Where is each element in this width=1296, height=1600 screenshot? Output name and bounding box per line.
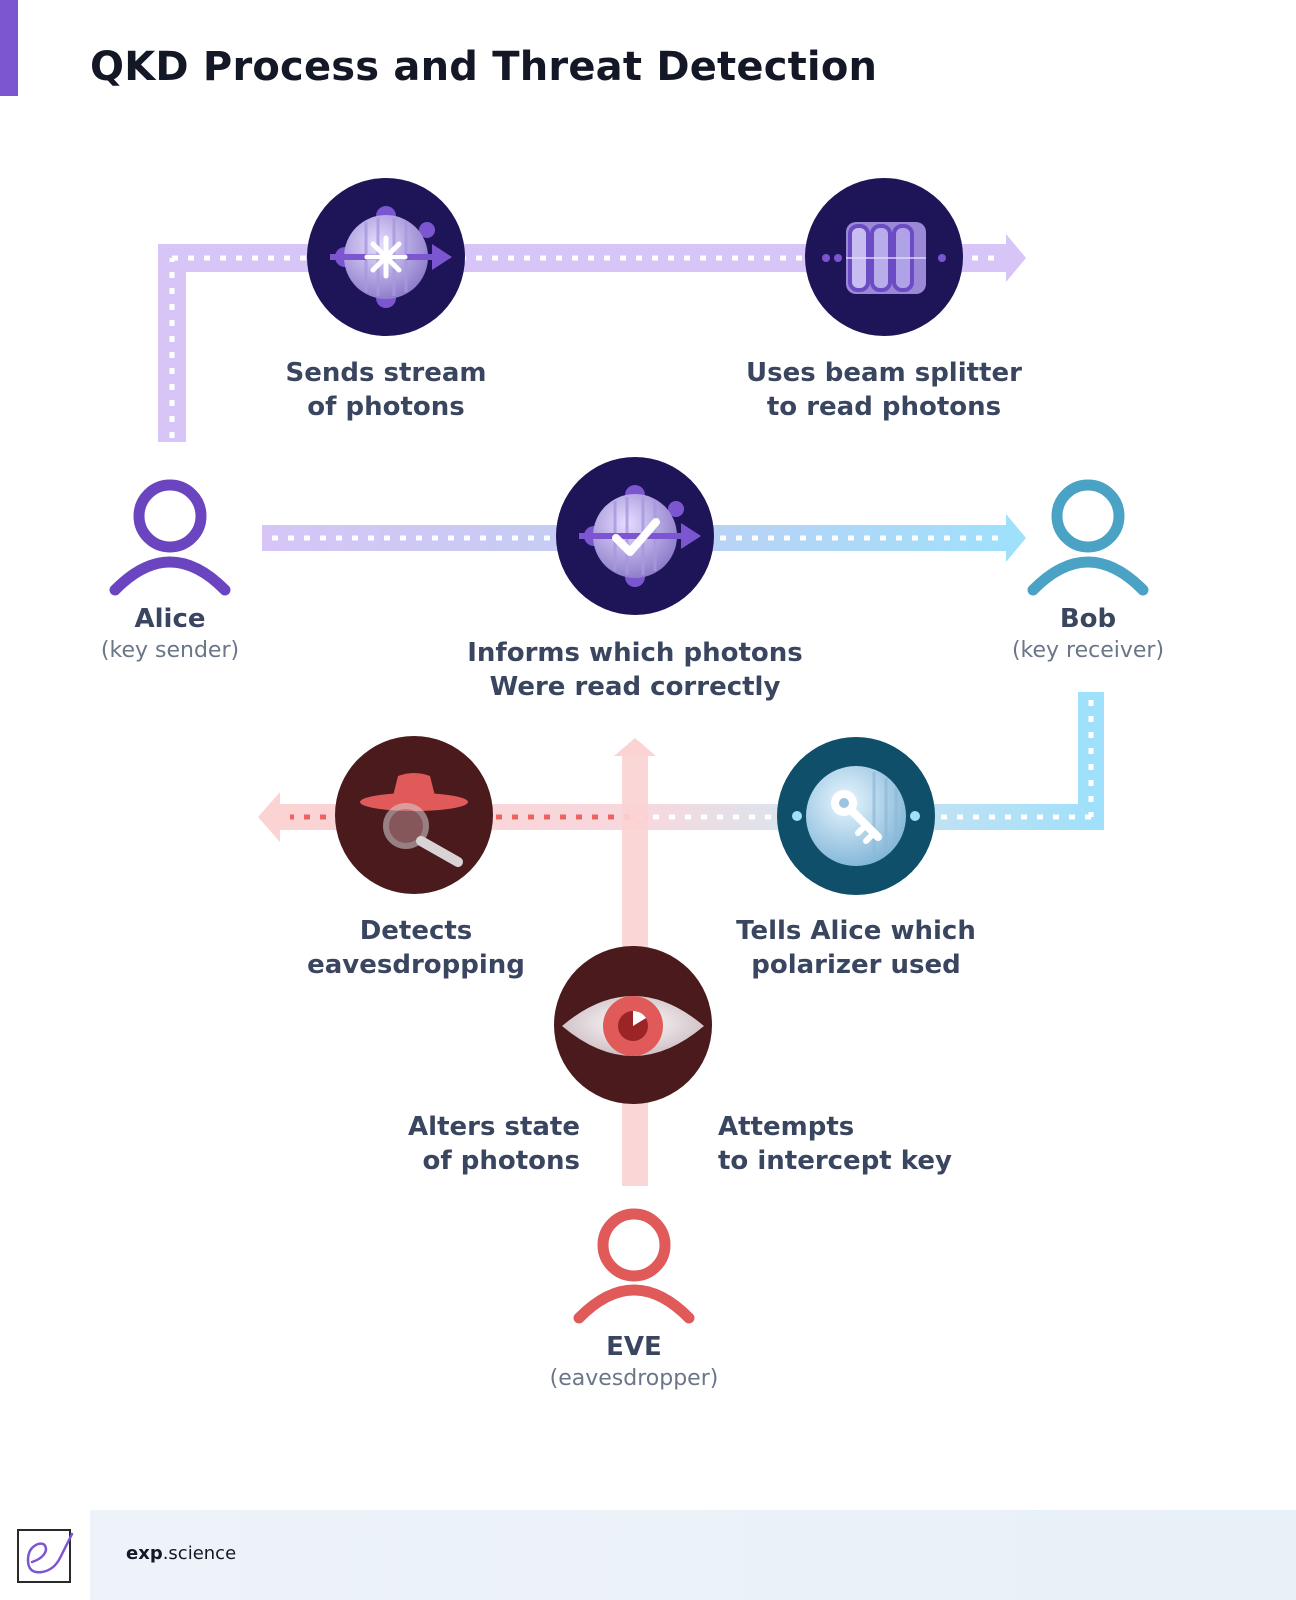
brand-logo-icon xyxy=(17,1529,74,1583)
step-attempts-line-2: to intercept key xyxy=(718,1146,952,1176)
footer: exp.science xyxy=(90,1510,1296,1600)
alice-name: Alice xyxy=(134,604,206,634)
step-alters-label: Alters state of photons xyxy=(370,1110,580,1178)
brand-wordmark[interactable]: exp.science xyxy=(126,1543,236,1564)
page-title: QKD Process and Threat Detection xyxy=(90,44,878,90)
alice-avatar xyxy=(109,479,231,596)
step-alters-line-1: Alters state xyxy=(408,1112,580,1142)
step-informs-line-1: Informs which photons xyxy=(467,638,803,668)
step-splitter-label: Uses beam splitter to read photons xyxy=(724,356,1044,424)
detective-icon xyxy=(335,736,493,894)
step-alters-line-2: of photons xyxy=(422,1146,581,1176)
beam-splitter-icon xyxy=(805,178,963,336)
step-sends-line-1: Sends stream xyxy=(285,358,487,388)
step-tells-label: Tells Alice which polarizer used xyxy=(706,914,1006,982)
step-detects-label: Detects eavesdropping xyxy=(286,914,546,982)
photon-source-icon xyxy=(307,178,465,336)
bob-avatar xyxy=(1027,479,1149,596)
step-tells-line-2: polarizer used xyxy=(751,950,961,980)
key-icon xyxy=(777,737,935,895)
eve-name: EVE xyxy=(606,1332,662,1362)
eve-avatar xyxy=(573,1208,695,1324)
eye-icon xyxy=(554,946,712,1104)
step-splitter-line-1: Uses beam splitter xyxy=(746,358,1022,388)
step-detects-line-2: eavesdropping xyxy=(307,950,525,980)
brand-rest: .science xyxy=(162,1543,237,1564)
step-tells-line-1: Tells Alice which xyxy=(736,916,976,946)
brand-bold: exp xyxy=(126,1543,163,1564)
step-informs-label: Informs which photons Were read correctl… xyxy=(465,636,805,704)
step-attempts-label: Attempts to intercept key xyxy=(718,1110,978,1178)
step-informs-line-2: Were read correctly xyxy=(489,672,781,702)
step-detects-line-1: Detects xyxy=(359,916,473,946)
eve-role: (eavesdropper) xyxy=(549,1366,719,1391)
step-splitter-line-2: to read photons xyxy=(766,392,1002,422)
verification-icon xyxy=(556,457,714,615)
alice-role: (key sender) xyxy=(100,638,240,663)
step-sends-line-2: of photons xyxy=(307,392,465,422)
step-attempts-line-1: Attempts xyxy=(718,1112,855,1142)
bob-name: Bob xyxy=(1059,604,1117,634)
accent-bar xyxy=(0,0,18,96)
bob-role: (key receiver) xyxy=(1011,638,1165,663)
step-sends-label: Sends stream of photons xyxy=(246,356,526,424)
